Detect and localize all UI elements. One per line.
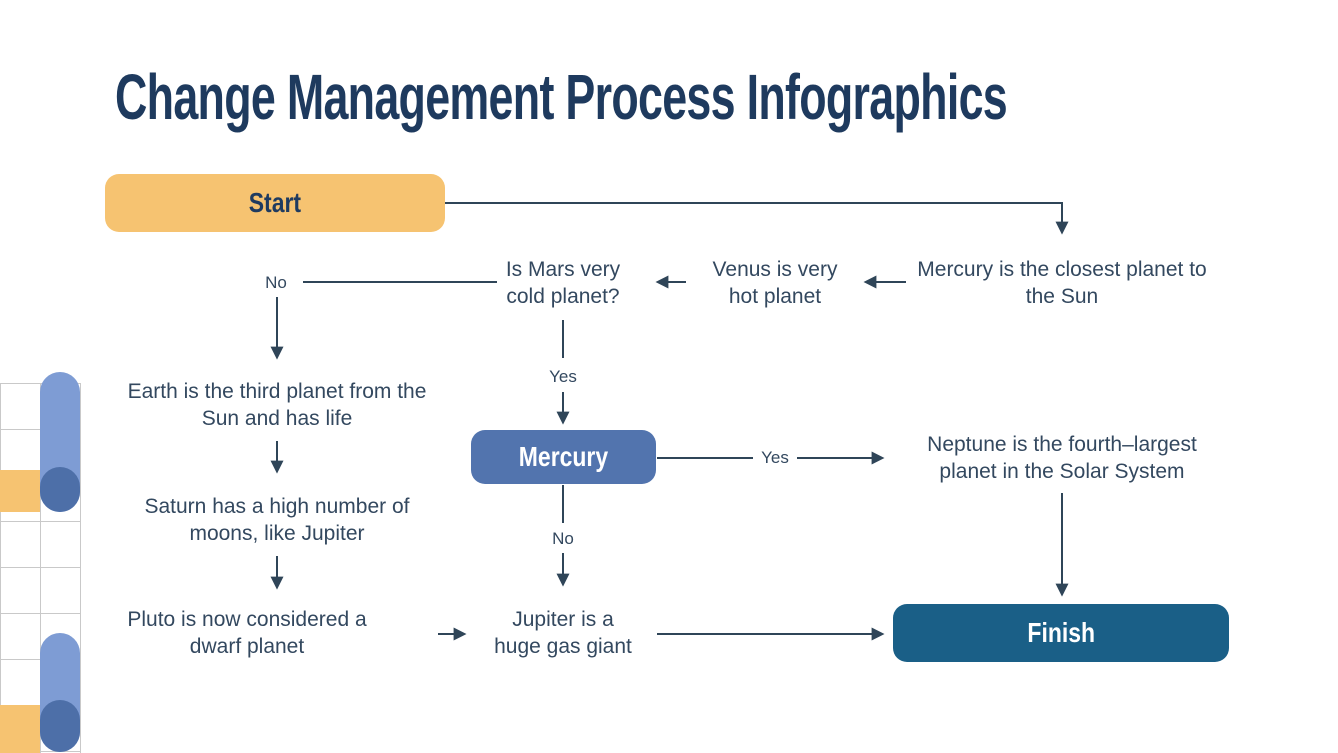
decor-orange-block (0, 470, 40, 512)
flow-node-pluto: Pluto is now considered a dwarf planet (127, 608, 367, 658)
flow-node-neptune: Neptune is the fourth–largest planet in … (927, 433, 1197, 483)
branch-label-no-top: No (265, 273, 287, 292)
flow-node-mars-question: Is Mars very cold planet? (505, 258, 621, 308)
connector-start-to-mercury-closest (445, 202, 1069, 235)
start-node[interactable]: Start (105, 174, 445, 232)
start-node-label: Start (248, 187, 302, 218)
branch-label-yes-middle: Yes (549, 367, 577, 386)
flow-node-earth: Earth is the third planet from the Sun a… (127, 380, 427, 430)
slide-title: Change Management Process Infographics (115, 61, 1008, 133)
decor-dark-blue-pill (40, 700, 80, 752)
finish-node[interactable]: Finish (893, 604, 1229, 662)
decision-node-mercury[interactable]: Mercury (471, 430, 656, 484)
flow-node-jupiter: Jupiter is a huge gas giant (494, 608, 632, 658)
branch-label-no-bottom: No (552, 529, 574, 548)
flow-node-venus: Venus is very hot planet (712, 258, 838, 308)
decision-node-label: Mercury (518, 441, 609, 472)
decor-orange-block (0, 705, 40, 753)
decor-dark-blue-pill (40, 467, 80, 512)
flow-node-saturn: Saturn has a high number of moons, like … (144, 495, 410, 545)
finish-node-label: Finish (1027, 617, 1095, 648)
flow-node-mercury-closest: Mercury is the closest planet to the Sun (917, 258, 1207, 308)
branch-label-yes-right: Yes (761, 448, 789, 467)
